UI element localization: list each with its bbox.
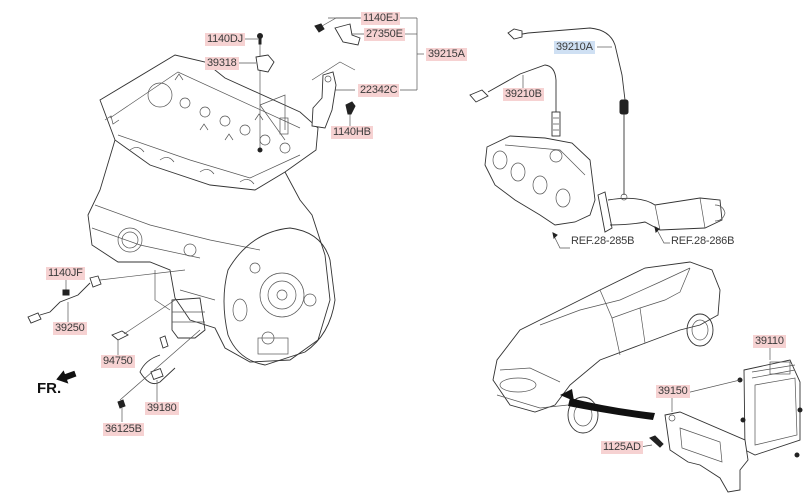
bolt-36125B-icon: [117, 399, 126, 409]
part-label-1125AD[interactable]: 1125AD: [601, 441, 643, 454]
reference-label-285B[interactable]: REF.28-285B: [571, 235, 635, 247]
oxygen-sensor-group: [469, 27, 629, 195]
bolt-1140EJ-icon: [314, 23, 325, 33]
part-label-27350E[interactable]: 27350E: [364, 28, 405, 41]
bolt-1125AD-icon: [649, 435, 664, 448]
ecu-assembly: [639, 348, 803, 493]
part-label-1140EJ[interactable]: 1140EJ: [361, 12, 401, 25]
part-label-36125B[interactable]: 36125B: [103, 423, 144, 436]
sensor-94750-icon: [111, 330, 129, 341]
connector-39210B-icon: [469, 89, 489, 103]
sensor-39318-icon: [255, 54, 275, 73]
part-label-1140JF[interactable]: 1140JF: [46, 267, 85, 280]
left-sensor-group: [27, 269, 201, 422]
bolt-1140JF-icon: [62, 289, 70, 296]
part-label-39180[interactable]: 39180: [145, 402, 179, 415]
cam-position-sensor-group: [237, 33, 286, 153]
exhaust-manifold: [484, 135, 726, 249]
bracket-group-39215A: [311, 17, 424, 129]
part-label-94750[interactable]: 94750: [101, 355, 135, 368]
sensor-39180-icon: [159, 335, 169, 349]
bracket-22342C-icon: [311, 71, 337, 129]
front-direction-label: FR.: [37, 380, 62, 397]
part-label-39150[interactable]: 39150: [656, 385, 690, 398]
part-label-39215A[interactable]: 39215A: [426, 48, 467, 61]
part-label-39318[interactable]: 39318: [205, 57, 239, 70]
bolt-1140HB-icon: [345, 101, 356, 115]
sensor-39250-icon: [27, 312, 42, 324]
ecu-bracket-39150-icon: [664, 411, 749, 493]
part-label-1140DJ[interactable]: 1140DJ: [205, 33, 245, 46]
reference-label-286B[interactable]: REF.28-286B: [671, 235, 735, 247]
engine-assembly: [87, 54, 336, 366]
part-label-39210B[interactable]: 39210B: [503, 88, 544, 101]
part-label-39250[interactable]: 39250: [53, 322, 87, 335]
vehicle-illustration: [492, 261, 721, 434]
part-label-1140HB[interactable]: 1140HB: [331, 126, 373, 139]
part-label-39210A[interactable]: 39210A: [554, 41, 595, 54]
front-arrow-icon: [56, 370, 77, 384]
part-label-22342C[interactable]: 22342C: [358, 84, 400, 97]
part-label-39110[interactable]: 39110: [753, 335, 786, 348]
connector-39210A-icon: [507, 28, 523, 40]
